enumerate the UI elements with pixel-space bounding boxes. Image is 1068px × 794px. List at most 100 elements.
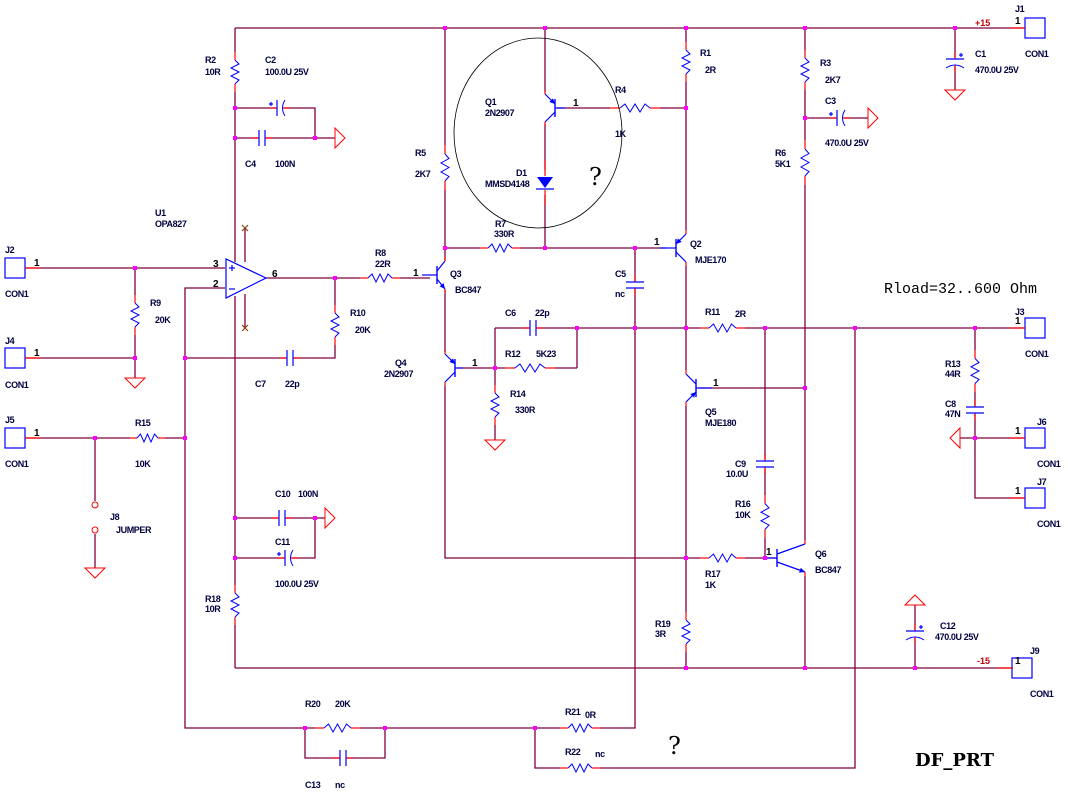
pin-number: 1 (654, 237, 660, 248)
resistor-r16 (759, 495, 771, 538)
c4-value: 100N (275, 159, 295, 169)
resistor-zigzag-icon (323, 722, 352, 734)
c12-value: 470.0U 25V (935, 632, 979, 642)
resistor-zigzag-icon (514, 363, 546, 373)
wire (444, 386, 777, 559)
junction-dot (633, 326, 637, 330)
pin-number: 1 (472, 358, 478, 369)
connector-j2 (4, 257, 26, 279)
q6-ref: Q6 (815, 549, 827, 559)
connector-box-icon (1024, 427, 1046, 449)
resistor-r13 (969, 350, 981, 392)
resistor-zigzag-icon (229, 592, 241, 618)
j8-value: JUMPER (116, 525, 152, 535)
q6-value: BC847 (815, 565, 841, 575)
r12-value: 5K23 (536, 349, 556, 359)
c7-value: 22p (285, 379, 300, 389)
j2-value: CON1 (5, 289, 29, 299)
ground-triangle (83, 567, 107, 579)
r20-value: 20K (335, 699, 351, 709)
r21-ref: R21 (565, 707, 581, 717)
resistor-zigzag-icon (229, 59, 241, 85)
r10-value: 20K (355, 325, 371, 335)
r3-value: 2K7 (825, 75, 841, 85)
r18-value: 10R (205, 604, 221, 614)
r14-ref: R14 (510, 389, 526, 399)
transistor-arrow-icon (690, 392, 696, 398)
pin-number: 2 (213, 279, 219, 290)
c1-value: 470.0U 25V (975, 65, 1019, 75)
capacitor-c1 (945, 52, 965, 72)
connector-j5 (4, 427, 26, 449)
capacitor-c3 (829, 109, 850, 127)
junction-dot (684, 666, 688, 670)
q3-ref: Q3 (450, 269, 462, 279)
c3-value: 470.0U 25V (825, 138, 869, 148)
connector-j1 (1024, 17, 1046, 39)
pin-number: 1 (34, 258, 40, 269)
highlight-circle (453, 37, 623, 229)
junction-dot (684, 556, 688, 560)
junction-dot (803, 26, 807, 30)
c8-value: 47N (945, 409, 960, 419)
transistor-leg (776, 543, 806, 555)
ground-triangle (483, 439, 507, 451)
j1-ref: J1 (1015, 4, 1025, 14)
ground-triangle (123, 377, 147, 389)
junction-dot (803, 666, 807, 670)
junction-dot (633, 246, 637, 250)
junction-dot (183, 436, 187, 440)
transistor-arrow-icon (549, 98, 555, 104)
rload-note: Rload=32..600 Ohm (884, 281, 1037, 298)
jumper-pin-icon (91, 501, 99, 509)
j6-ref: J6 (1037, 417, 1047, 427)
r13-value: 44R (945, 369, 961, 379)
capacitor-c7 (280, 350, 300, 366)
pin-number: 1 (713, 378, 719, 389)
c8-ref: C8 (945, 399, 956, 409)
ground-icon (123, 377, 147, 389)
net-label-pos15: +15 (975, 18, 990, 28)
resistor-r1 (680, 42, 692, 82)
q4-ref: Q4 (395, 358, 407, 368)
no-connect-icon (241, 224, 249, 232)
r14-value: 330R (515, 405, 536, 415)
resistor-r3 (799, 50, 811, 90)
diode-d1 (536, 160, 554, 205)
c12-ref: C12 (940, 621, 956, 631)
junction-dot (684, 326, 688, 330)
r2-ref: R2 (205, 55, 216, 65)
ground-icon (483, 439, 507, 451)
capacitor-curved-plate-icon (842, 109, 846, 127)
j6-value: CON1 (1037, 459, 1061, 469)
junction-dot (533, 726, 537, 730)
j8-ref: J8 (110, 512, 120, 522)
r7-ref: R7 (495, 219, 506, 229)
r17-value: 1K (705, 580, 717, 590)
resistor-zigzag-icon (367, 272, 393, 284)
wire (184, 248, 636, 729)
wire (534, 328, 856, 769)
connector-box-icon (4, 257, 26, 279)
junction-dot (913, 666, 917, 670)
r19-value: 3R (655, 629, 667, 639)
junction-dot (684, 26, 688, 30)
junction-dot (953, 26, 957, 30)
pin-number: 1 (1015, 486, 1021, 497)
ground-icon (867, 106, 879, 130)
wire (235, 107, 316, 138)
q2-value: MJE170 (695, 255, 727, 265)
pin-number: 6 (272, 269, 278, 280)
c9-ref: C9 (735, 459, 746, 469)
connector-j3 (1024, 317, 1046, 339)
c6-value: 22p (535, 308, 550, 318)
transistor-q1 (544, 90, 565, 126)
pin-number: 1 (1015, 656, 1021, 667)
j5-value: CON1 (5, 459, 29, 469)
resistor-zigzag-icon (708, 322, 737, 334)
resistor-r15 (130, 432, 165, 444)
resistor-r14 (489, 385, 501, 425)
j2-ref: J2 (5, 245, 15, 255)
